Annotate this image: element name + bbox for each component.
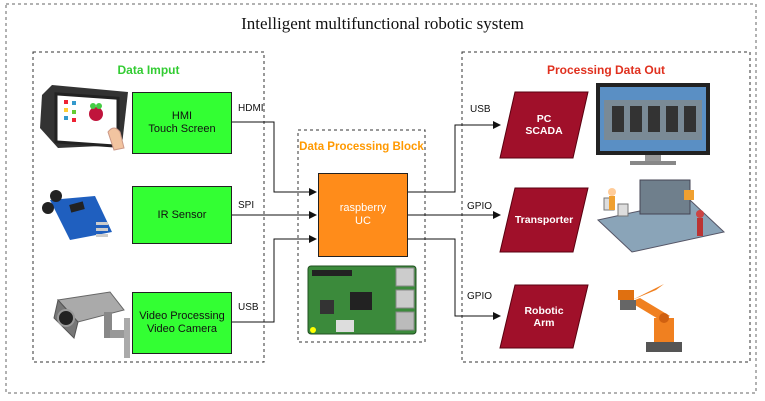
output-section-frame: [461, 51, 751, 363]
pc-label: PC: [536, 113, 552, 125]
robotic-arm-box: Robotic Arm: [506, 285, 582, 348]
spi-label: SPI: [238, 200, 255, 211]
input-section-frame: [32, 51, 265, 363]
output-box-arm: [499, 284, 589, 349]
conveyor-image: [596, 179, 726, 253]
video-processing-label: Video Processing: [139, 310, 225, 322]
raspberry-uc-box: raspberry UC: [318, 173, 408, 257]
usb-out-line: [408, 121, 501, 193]
video-camera-box: Video Processing Video Camera: [132, 292, 232, 354]
usb-in-label: USB: [238, 302, 259, 313]
outer-frame: [5, 3, 757, 394]
raspberry-pi-board-image: [307, 265, 417, 335]
ir-sensor-label: IR Sensor: [157, 208, 207, 221]
diagram-title: Intelligent multifunctional robotic syst…: [241, 14, 524, 33]
robotic-arm-image: [618, 284, 682, 352]
arm-label: Arm: [533, 316, 555, 329]
input-section-label: Data Imput: [117, 63, 180, 77]
uc-label: UC: [355, 215, 371, 227]
output-section-label: Processing Data Out: [546, 63, 666, 77]
video-camera-label: Video Camera: [146, 323, 218, 335]
touch-screen-label: Touch Screen: [148, 123, 216, 135]
usb-in-line: [232, 235, 317, 323]
processing-section-frame: [297, 129, 426, 343]
ir-sensor-box: IR Sensor: [132, 186, 232, 244]
hmi-label: HMI: [171, 110, 193, 122]
gpio-transporter-label: GPIO: [467, 201, 493, 212]
gpio-arm-label: GPIO: [467, 291, 493, 302]
hdmi-line: [232, 121, 317, 196]
output-box-pc: [499, 91, 589, 159]
output-box-transporter: [499, 187, 589, 253]
scada-monitor-image: [596, 83, 710, 165]
touchscreen-image: [40, 85, 128, 151]
hmi-touch-screen-box: HMI Touch Screen: [132, 92, 232, 154]
transporter-box: Transporter: [506, 188, 582, 252]
scada-label: SCADA: [525, 125, 563, 137]
processing-section-label: Data Processing Block: [299, 141, 424, 153]
pc-scada-box: PC SCADA: [506, 92, 582, 158]
gpio-arm-line: [408, 238, 501, 320]
raspberry-label: raspberry: [339, 202, 387, 214]
robotic-label: Robotic: [524, 304, 564, 317]
transporter-label: Transporter: [514, 214, 574, 226]
hdmi-label: HDMI: [238, 103, 264, 114]
camera-image: [53, 291, 130, 358]
usb-out-label: USB: [470, 104, 491, 115]
ir-sensor-image: [42, 190, 112, 240]
